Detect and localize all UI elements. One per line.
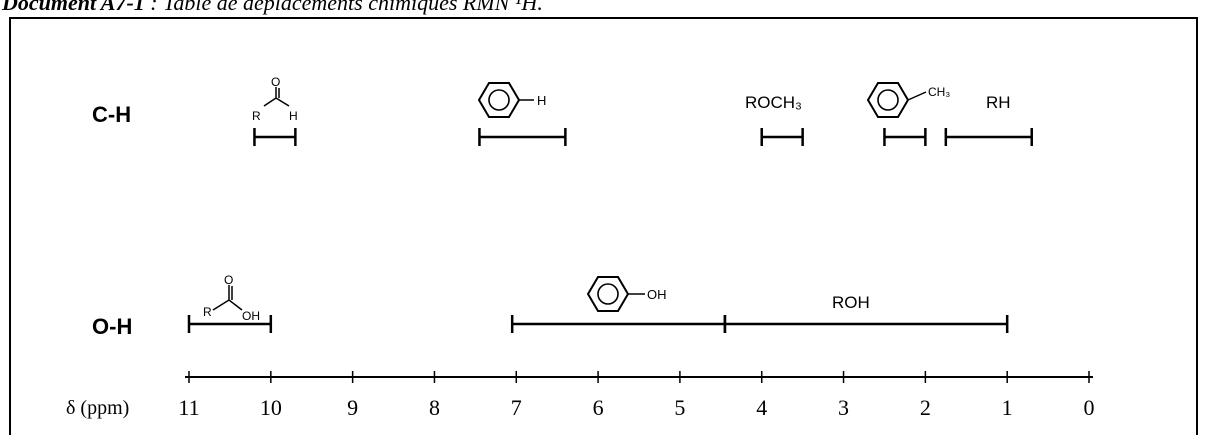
- toluene-structure: CH₃: [866, 82, 950, 118]
- axis-tick-label: 6: [593, 395, 604, 420]
- carboxylic-acid-structure: O R OH: [203, 273, 260, 323]
- benzene-ring-icon: [586, 276, 630, 312]
- axis-tick-label: 11: [178, 395, 199, 420]
- axis-tick-label: 0: [1084, 395, 1095, 420]
- aldehyde-label-o: O: [271, 75, 280, 89]
- aldehyde-label-r: R: [252, 109, 261, 123]
- phenol-oh-label: OH: [647, 287, 667, 302]
- axis-tick-label: 9: [347, 395, 358, 420]
- document-heading: Document A7-1 : Table de déplacements ch…: [2, 0, 543, 16]
- acid-label-r: R: [203, 305, 212, 319]
- alcohol-label: ROH: [832, 293, 870, 312]
- acid-label-o: O: [224, 273, 233, 287]
- benzene-ring-icon: [477, 82, 521, 118]
- axis-label: δ (ppm): [66, 397, 129, 419]
- row-label-ch: C-H: [92, 102, 131, 127]
- aldehyde-structure: O R H: [252, 75, 298, 123]
- document-label: Document A7-1: [2, 0, 145, 15]
- axis-tick-label: 8: [429, 395, 440, 420]
- axis-tick-label: 3: [838, 395, 849, 420]
- phenol-structure: OH: [586, 276, 667, 312]
- axis-tick-label: 5: [674, 395, 685, 420]
- row-label-oh: O-H: [92, 314, 132, 339]
- aldehyde-label-h: H: [289, 109, 298, 123]
- figure-frame: [9, 17, 1198, 435]
- acid-label-oh: OH: [242, 309, 260, 323]
- alkane-label: RH: [986, 93, 1011, 112]
- methoxy-label: ROCH₃: [745, 93, 802, 112]
- aromatic-h-label: H: [537, 93, 546, 108]
- methyl-label: CH₃: [928, 85, 950, 99]
- axis-tick-label: 2: [920, 395, 931, 420]
- axis-tick-label: 7: [511, 395, 522, 420]
- document-title-text: : Table de déplacements chimiques RMN ¹H…: [144, 0, 543, 15]
- benzene-ring-icon: [866, 82, 910, 118]
- axis-tick-label: 1: [1002, 395, 1013, 420]
- benzene-h-structure: H: [477, 82, 546, 118]
- shift-ranges: [187, 128, 1033, 333]
- structure-labels: O R H H ROCH₃ CH₃ RH: [203, 75, 1011, 323]
- axis-tick-label: 4: [756, 395, 767, 420]
- axis-tick-label: 10: [260, 395, 282, 420]
